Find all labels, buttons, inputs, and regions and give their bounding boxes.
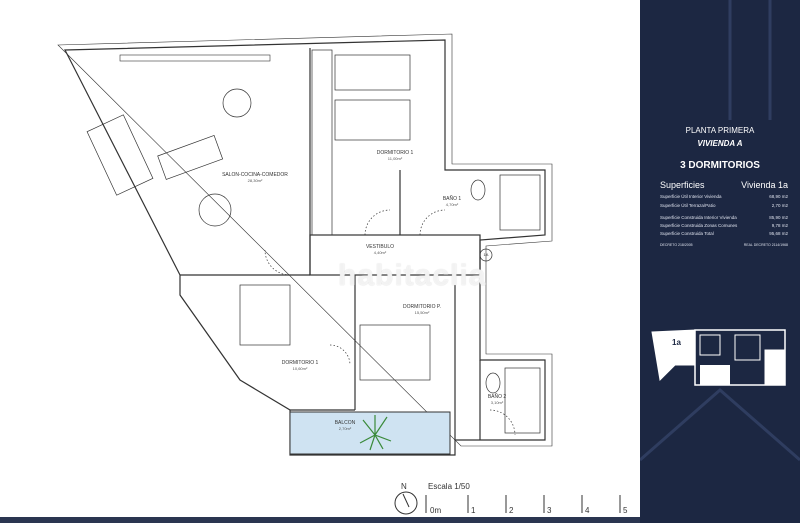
floor-title: PLANTA PRIMERA bbox=[685, 126, 755, 135]
shower bbox=[499, 174, 541, 231]
surface-value: 2,70 m2 bbox=[771, 203, 788, 208]
toilet bbox=[470, 179, 486, 201]
surface-value: 68,90 m2 bbox=[769, 194, 788, 199]
surface-label: Superficie Útil Interior Vivienda bbox=[660, 194, 722, 199]
decree-left: DECRETO 218/2005 bbox=[660, 243, 693, 247]
bed bbox=[334, 99, 411, 141]
scale-title: Escala 1/50 bbox=[428, 482, 470, 491]
surface-row: Superficie Construida Interior Vivienda 8… bbox=[660, 215, 788, 220]
plant bbox=[359, 415, 392, 451]
unit-title: VIVIENDA A bbox=[697, 139, 743, 148]
round-table bbox=[198, 193, 232, 227]
room-area: 15,50m² bbox=[414, 310, 430, 315]
bottom-bar bbox=[0, 517, 640, 523]
balcony bbox=[289, 411, 451, 455]
room-label: DORMITORIO P.15,50m² bbox=[403, 304, 441, 315]
door-swing bbox=[489, 409, 516, 436]
watermark: habitaclia bbox=[338, 259, 487, 292]
info-panel: PLANTA PRIMERA VIVIENDA A 3 DORMITORIOS … bbox=[640, 0, 800, 523]
bed bbox=[334, 54, 411, 91]
unit-marker: 1A bbox=[483, 252, 489, 257]
room-area: 2,70m² bbox=[338, 426, 352, 431]
surfaces-header: Superficies Vivienda 1a bbox=[660, 180, 788, 190]
sofa bbox=[157, 135, 224, 180]
room-area: 3,10m² bbox=[490, 400, 504, 405]
room-name: DORMITORIO P. bbox=[403, 304, 441, 310]
scale-tick: 2 bbox=[509, 506, 514, 515]
surface-label: Superficie Construida Interior Vivienda bbox=[660, 215, 737, 220]
room-name: DORMITORIO 1 bbox=[376, 150, 414, 156]
panel-background-lines bbox=[640, 0, 800, 462]
scale-tick: 0m bbox=[430, 506, 442, 515]
surface-label: Superficie Construida Zonas Comunes bbox=[660, 223, 738, 228]
mini-plan-label: 1a bbox=[672, 338, 681, 347]
door-swing bbox=[264, 249, 291, 276]
door-swing bbox=[419, 209, 446, 236]
room-name: VESTIBULO bbox=[365, 244, 395, 250]
window bbox=[119, 54, 271, 62]
room-area: 10,60m² bbox=[292, 366, 308, 371]
surface-value: 95,68 m2 bbox=[769, 231, 788, 236]
dining-table bbox=[222, 88, 252, 118]
surface-row: Superficie Construida Zonas Comunes 9,78 … bbox=[660, 223, 788, 228]
scale-bar bbox=[394, 491, 621, 515]
room-name: SALON-COCINA-COMEDOR bbox=[222, 172, 288, 178]
bed bbox=[359, 324, 431, 381]
scale-tick: 1 bbox=[471, 506, 476, 515]
decree-row: DECRETO 218/2005 REAL DECRETO 2114/1968 bbox=[660, 243, 788, 247]
exterior-wall bbox=[64, 39, 546, 456]
room-name: BALCON bbox=[334, 420, 356, 426]
north-label: N bbox=[401, 482, 407, 491]
surface-label: Superficie Útil Terraza/Patio bbox=[660, 203, 716, 208]
bed bbox=[239, 284, 291, 346]
floor-plan-drawing bbox=[57, 33, 621, 515]
surface-value: 85,90 m2 bbox=[769, 215, 788, 220]
door-swing bbox=[364, 209, 391, 236]
room-name: BAÑO 1 bbox=[442, 196, 462, 202]
surface-value: 9,78 m2 bbox=[771, 223, 788, 228]
marker bbox=[479, 248, 493, 262]
room-area: 28,30m² bbox=[247, 178, 263, 183]
mini-location-plan bbox=[651, 329, 786, 386]
door-swing bbox=[329, 344, 351, 366]
surface-label: Superficie Construida Total bbox=[660, 231, 714, 236]
exterior-wall-outer bbox=[57, 33, 553, 447]
kitchen-counter bbox=[311, 49, 333, 236]
sofa bbox=[86, 114, 154, 196]
shower bbox=[504, 367, 541, 434]
room-area: 4,40m² bbox=[373, 250, 387, 255]
scale-tick: 3 bbox=[547, 506, 552, 515]
room-name: BAÑO 2 bbox=[487, 394, 507, 400]
scale-tick: 5 bbox=[623, 506, 628, 515]
room-area: 4,70m² bbox=[445, 202, 459, 207]
room-area: 11,00m² bbox=[387, 156, 403, 161]
toilet bbox=[485, 372, 501, 394]
surfaces-title: Superficies bbox=[660, 180, 705, 190]
bedrooms-title: 3 DORMITORIOS bbox=[680, 160, 760, 171]
north-compass bbox=[394, 491, 418, 515]
room-name: DORMITORIO 1 bbox=[281, 360, 319, 366]
decree-right: REAL DECRETO 2114/1968 bbox=[743, 243, 788, 247]
scale-tick: 4 bbox=[585, 506, 590, 515]
unit-label: Vivienda 1a bbox=[741, 180, 788, 190]
surface-row: Superficie Construida Total 95,68 m2 bbox=[660, 231, 788, 236]
surface-row: Superficie Útil Interior Vivienda 68,90 m… bbox=[660, 194, 788, 199]
surface-row: Superficie Útil Terraza/Patio 2,70 m2 bbox=[660, 203, 788, 208]
